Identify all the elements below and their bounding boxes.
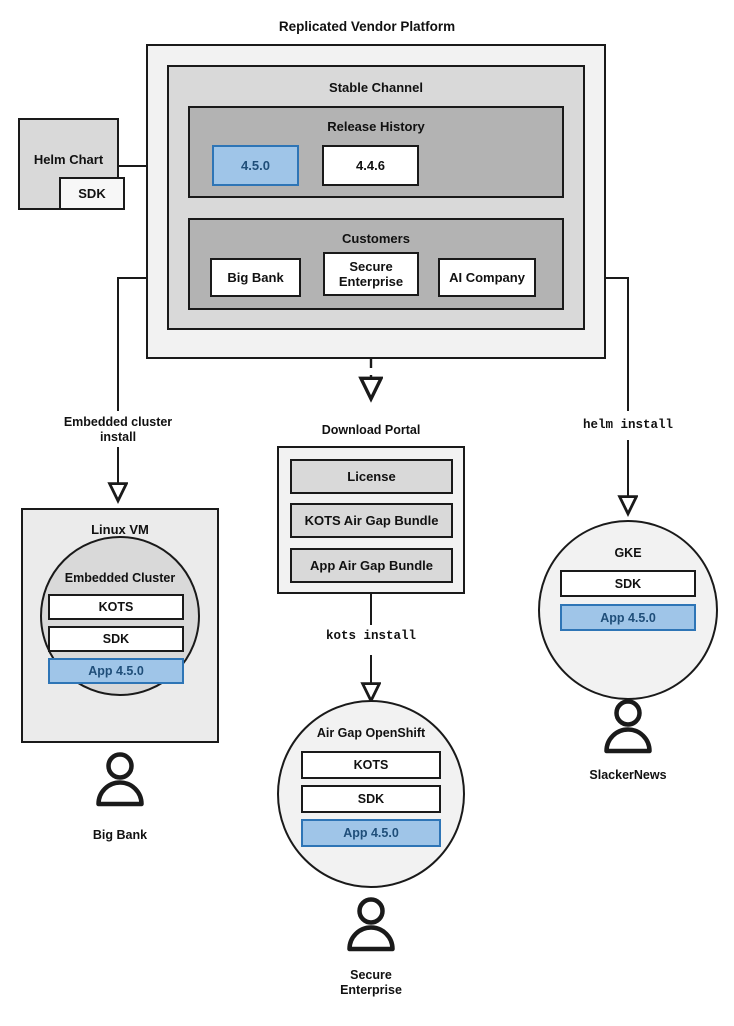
download-portal-item-kots-air-gap-bundle[interactable]: KOTS Air Gap Bundle — [290, 503, 453, 538]
download-portal-item-license[interactable]: License — [290, 459, 453, 494]
air-gap-openshift-component-app[interactable]: App 4.5.0 — [301, 819, 441, 847]
helm-chart-sdk-box[interactable]: SDK — [59, 177, 125, 210]
person-icon-big-bank — [92, 752, 148, 815]
air-gap-openshift-component-sdk[interactable]: SDK — [301, 785, 441, 813]
customer-box-big-bank[interactable]: Big Bank — [210, 258, 301, 297]
page-title: Replicated Vendor Platform — [278, 19, 456, 34]
caption-secure-enterprise: Secure Enterprise — [291, 968, 451, 998]
embedded-cluster-label: Embedded Cluster — [64, 571, 176, 585]
gke-component-sdk[interactable]: SDK — [560, 570, 696, 597]
stable-channel-label: Stable Channel — [329, 80, 423, 95]
caption-secure-enterprise-line2: Enterprise — [340, 983, 402, 997]
customer-secure-enterprise-line1: Secure — [349, 259, 393, 274]
gke-component-app[interactable]: App 4.5.0 — [560, 604, 696, 631]
person-icon-secure-enterprise — [343, 897, 399, 960]
release-box-current[interactable]: 4.5.0 — [212, 145, 299, 186]
embedded-cluster-install-line1: Embedded cluster — [63, 415, 173, 429]
caption-slackernews: SlackerNews — [589, 768, 667, 782]
release-history-label: Release History — [327, 119, 425, 134]
helm-chart-label: Helm Chart — [33, 152, 104, 167]
linux-vm-component-app[interactable]: App 4.5.0 — [48, 658, 184, 684]
helm-install-label: helm install — [582, 418, 673, 432]
release-box-previous[interactable]: 4.4.6 — [322, 145, 419, 186]
linux-vm-label: Linux VM — [91, 522, 149, 537]
customers-label: Customers — [342, 231, 410, 246]
download-portal-item-app-air-gap-bundle[interactable]: App Air Gap Bundle — [290, 548, 453, 583]
customer-box-ai-company[interactable]: AI Company — [438, 258, 536, 297]
person-icon-slackernews — [600, 699, 656, 762]
gke-label: GKE — [614, 546, 642, 560]
linux-vm-component-sdk[interactable]: SDK — [48, 626, 184, 652]
air-gap-openshift-label: Air Gap OpenShift — [316, 726, 426, 740]
customer-box-secure-enterprise[interactable]: Secure Enterprise — [323, 252, 419, 296]
embedded-cluster-install-line2: install — [99, 430, 137, 444]
embedded-cluster-install-label: Embedded cluster install — [38, 415, 198, 445]
caption-secure-enterprise-line1: Secure — [350, 968, 392, 982]
kots-install-label: kots install — [325, 629, 416, 643]
linux-vm-component-kots[interactable]: KOTS — [48, 594, 184, 620]
download-portal-label: Download Portal — [321, 423, 421, 437]
air-gap-openshift-component-kots[interactable]: KOTS — [301, 751, 441, 779]
caption-big-bank: Big Bank — [92, 828, 148, 842]
customer-secure-enterprise-line2: Enterprise — [338, 274, 404, 289]
